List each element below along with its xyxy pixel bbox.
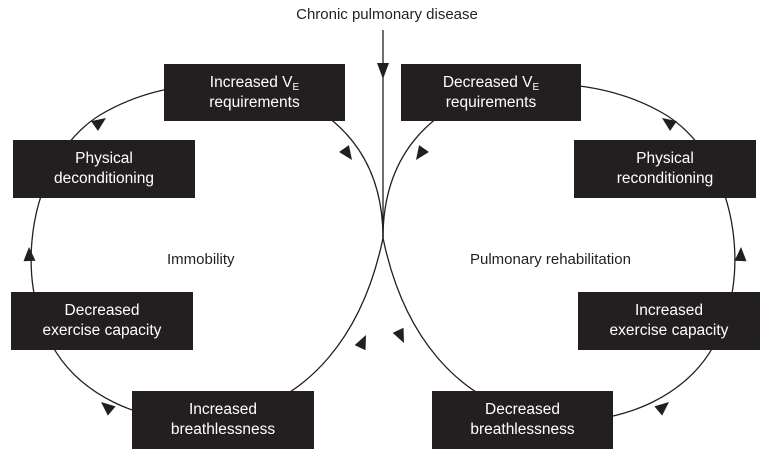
top-label: Chronic pulmonary disease — [296, 6, 478, 23]
left-arrow-top-right — [339, 145, 357, 164]
box-line-1: Increased — [634, 302, 704, 319]
box-line-1: Decreased VE — [443, 73, 539, 93]
left-arrow-mid-left — [23, 246, 36, 262]
box-line-2: breathlessness — [470, 421, 575, 438]
left-cycle-label: Immobility — [167, 251, 235, 268]
box-line-1: Physical — [75, 150, 133, 167]
box-line-1: Decreased — [64, 302, 140, 319]
right-cycle-label: Pulmonary rehabilitation — [470, 251, 631, 268]
right-arrow-bottom-left — [392, 327, 410, 346]
box-line-1-text: Increased V — [209, 73, 293, 91]
left-arrow-bottom-right — [354, 332, 372, 351]
box-increased-exercise-capacity: Increased exercise capacity — [578, 292, 760, 350]
box-line-1-subscript: E — [292, 81, 300, 93]
box-line-1-text: Decreased V — [442, 73, 533, 91]
left-arrow-bottom-left — [97, 397, 116, 416]
box-line-1-subscript: E — [532, 81, 540, 93]
box-physical-reconditioning: Physical reconditioning — [574, 140, 756, 198]
box-increased-ve-requirements: Increased VE requirements — [164, 64, 345, 121]
box-line-2: breathlessness — [170, 421, 276, 438]
box-line-2: requirements — [445, 93, 537, 111]
left-arrow-top-left — [91, 113, 110, 131]
box-line-2: requirements — [209, 93, 300, 111]
box-increased-breathlessness: Increased breathlessness — [132, 391, 314, 449]
box-line-1: Decreased — [485, 401, 560, 418]
disease-input-arrow — [377, 63, 389, 79]
box-line-1: Increased VE — [210, 73, 299, 93]
box-line-1: Increased — [188, 401, 258, 418]
box-line-2: reconditioning — [616, 170, 714, 187]
box-decreased-ve-requirements: Decreased VE requirements — [401, 64, 581, 121]
box-decreased-breathlessness: Decreased breathlessness — [432, 391, 613, 449]
box-physical-deconditioning: Physical deconditioning — [13, 140, 195, 198]
box-line-2: exercise capacity — [609, 322, 729, 339]
right-arrow-top-left — [411, 145, 429, 164]
box-line-2: deconditioning — [54, 170, 154, 187]
box-line-2: exercise capacity — [42, 322, 162, 339]
box-line-1: Physical — [636, 150, 694, 167]
right-arrow-mid-right — [734, 246, 747, 262]
box-decreased-exercise-capacity: Decreased exercise capacity — [11, 292, 193, 350]
